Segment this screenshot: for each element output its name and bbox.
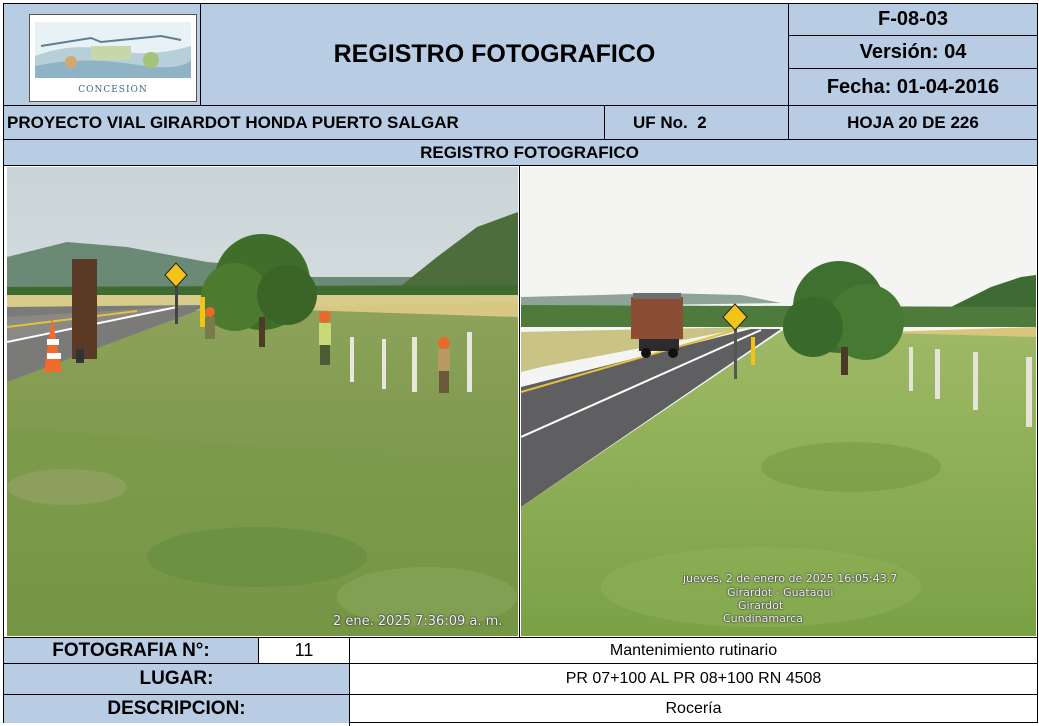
description-label: DESCRIPCION: bbox=[4, 695, 349, 723]
activity-value: Mantenimiento rutinario bbox=[609, 641, 778, 659]
info-line-2 bbox=[4, 663, 1037, 664]
photo-right-stamp-line1: jueves, 2 de enero de 2025 16:05:43.7 bbox=[683, 572, 898, 585]
info-line-3 bbox=[4, 694, 1037, 695]
section-title: REGISTRO FOTOGRAFICO bbox=[4, 139, 1037, 165]
photo-left-image bbox=[7, 167, 518, 636]
header-hline-1 bbox=[789, 35, 1037, 36]
photo-right-stamp-line2: Girardot - Guataqui bbox=[727, 586, 834, 599]
project-divider-2 bbox=[788, 105, 789, 139]
document-title: REGISTRO FOTOGRAFICO bbox=[333, 40, 656, 68]
photo-number-value: 11 bbox=[294, 640, 314, 660]
description-value: Rocería bbox=[665, 700, 722, 717]
section-bottom-line bbox=[4, 165, 1037, 166]
right-border bbox=[1037, 3, 1038, 723]
photo-left: 2 ene. 2025 7:36:09 a. m. bbox=[7, 167, 518, 636]
photo-number-label: FOTOGRAFIA N°: bbox=[4, 638, 258, 663]
company-logo: CONCESION bbox=[31, 16, 195, 100]
place-value: PR 07+100 AL PR 08+100 RN 4508 bbox=[565, 670, 822, 687]
photo-right: jueves, 2 de enero de 2025 16:05:43.7 Gi… bbox=[521, 167, 1036, 636]
photo-left-timestamp: 2 ene. 2025 7:36:09 a. m. bbox=[333, 614, 503, 629]
info-vline-2 bbox=[349, 638, 350, 726]
place-label: LUGAR: bbox=[4, 664, 349, 694]
info-top-line bbox=[4, 637, 1037, 638]
sheet-number: HOJA 20 DE 226 bbox=[847, 112, 979, 132]
header-hline-2 bbox=[789, 68, 1037, 69]
project-divider-1 bbox=[604, 105, 605, 139]
document-version: Versión: 04 bbox=[859, 40, 967, 63]
photo-right-stamp-line3: Girardot bbox=[738, 599, 784, 612]
document-code: F-08-03 bbox=[877, 8, 949, 30]
project-name: PROYECTO VIAL GIRARDOT HONDA PUERTO SALG… bbox=[7, 113, 459, 132]
header-divider-right bbox=[788, 4, 789, 105]
uf-number: UF No. 2 bbox=[633, 113, 707, 132]
photo-divider bbox=[519, 166, 520, 637]
svg-text:CONCESION: CONCESION bbox=[78, 85, 148, 95]
photo-right-stamp-line4: Cundinamarca bbox=[723, 612, 803, 625]
project-row bbox=[4, 105, 1037, 139]
photo-right-image bbox=[521, 167, 1036, 636]
info-vline-1 bbox=[258, 638, 259, 663]
header-divider-left bbox=[200, 4, 201, 105]
document-date: Fecha: 01-04-2016 bbox=[826, 75, 1000, 98]
